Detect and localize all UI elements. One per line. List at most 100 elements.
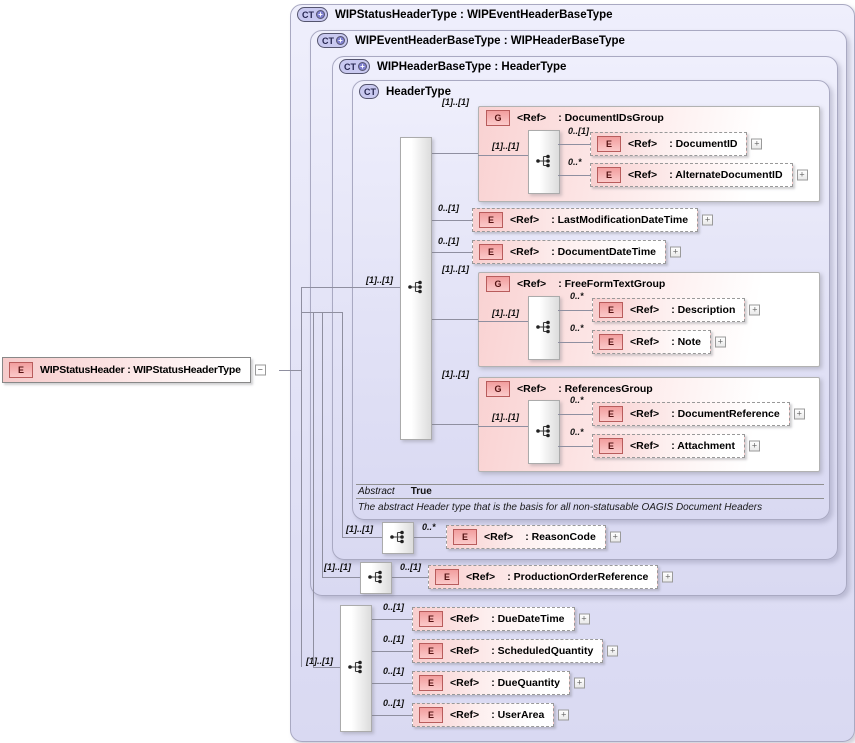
expand-icon[interactable]: + [609, 531, 621, 543]
element-productionorderreference[interactable]: E <Ref> : ProductionOrderReference + [428, 565, 674, 589]
element-name: : DueDateTime [491, 613, 565, 625]
element-ref: <Ref> [628, 138, 658, 150]
sequence-icon [407, 280, 423, 294]
element-ref: <Ref> [510, 246, 540, 258]
sequence-icon [347, 660, 363, 674]
connector-line [478, 321, 528, 322]
expand-icon[interactable]: + [558, 709, 570, 721]
cardinality-label: 0..[1] [383, 634, 405, 644]
element-alternatedocumentid[interactable]: E <Ref> : AlternateDocumentID + [590, 163, 808, 187]
cardinality-label: [1]..[1] [492, 141, 519, 151]
element-ref: <Ref> [630, 304, 660, 316]
cardinality-label: 0..* [568, 157, 582, 167]
sequence-bar [400, 137, 432, 440]
connector-line [279, 370, 301, 371]
expand-icon[interactable]: + [702, 214, 714, 226]
element-ref: <Ref> [450, 645, 480, 657]
complextype-icon: CT+ [317, 33, 348, 48]
connector-line [412, 537, 446, 538]
element-ref: <Ref> [484, 531, 514, 543]
expand-icon[interactable]: + [574, 677, 586, 689]
cardinality-label: [1]..[1] [324, 562, 351, 572]
expand-icon[interactable]: + [578, 613, 590, 625]
type-annotation: The abstract Header type that is the bas… [358, 502, 763, 513]
expand-icon[interactable]: + [796, 169, 808, 181]
connector-line [370, 619, 412, 620]
abstract-row: Abstract True [358, 486, 432, 497]
cardinality-label: 0..[1] [438, 236, 460, 246]
connector-line [558, 446, 592, 447]
expand-icon[interactable]: + [751, 138, 763, 150]
element-icon: E [597, 167, 621, 183]
expand-icon[interactable]: + [714, 336, 726, 348]
box-title: WIPEventHeaderBaseType : WIPHeaderBaseTy… [355, 34, 625, 47]
expand-icon[interactable]: + [749, 304, 761, 316]
divider [356, 498, 824, 499]
expand-icon[interactable]: + [607, 645, 619, 657]
element-duedatetime[interactable]: E <Ref> : DueDateTime + [412, 607, 590, 631]
element-documentid[interactable]: E <Ref> : DocumentID + [590, 132, 763, 156]
element-scheduledquantity[interactable]: E <Ref> : ScheduledQuantity + [412, 639, 619, 663]
group-title-freeformtextgroup: G <Ref> : FreeFormTextGroup [486, 276, 665, 292]
expand-icon[interactable]: + [662, 571, 674, 583]
cardinality-label: [1]..[1] [442, 369, 469, 379]
header-headertype[interactable]: CT HeaderType [359, 84, 451, 99]
divider [356, 484, 824, 485]
element-name: : ReasonCode [525, 531, 596, 543]
element-duequantity[interactable]: E <Ref> : DueQuantity + [412, 671, 586, 695]
header-wipeventheaderbasetype[interactable]: CT+ WIPEventHeaderBaseType : WIPHeaderBa… [317, 33, 625, 48]
element-icon: E [479, 244, 503, 260]
expand-icon[interactable]: + [748, 440, 760, 452]
box-title: WIPStatusHeaderType : WIPEventHeaderBase… [335, 8, 613, 21]
group-icon: G [486, 381, 510, 397]
sequence-icon [389, 530, 405, 544]
connector-line [558, 342, 592, 343]
element-documentdatetime[interactable]: E <Ref> : DocumentDateTime + [472, 240, 682, 264]
element-note[interactable]: E <Ref> : Note + [592, 330, 726, 354]
element-icon: E [599, 334, 623, 350]
element-documentreference[interactable]: E <Ref> : DocumentReference + [592, 402, 805, 426]
connector-line [558, 144, 590, 145]
header-wipstatusheadertype[interactable]: CT+ WIPStatusHeaderType : WIPEventHeader… [297, 7, 613, 22]
group-name: : ReferencesGroup [558, 383, 653, 395]
connector-line [430, 319, 478, 320]
cardinality-label: 0..[1] [383, 698, 405, 708]
group-title-referencesgroup: G <Ref> : ReferencesGroup [486, 381, 653, 397]
expand-icon[interactable]: + [670, 246, 682, 258]
connector-line [558, 310, 592, 311]
abstract-value: True [410, 486, 432, 497]
connector-line [558, 414, 592, 415]
element-lastmodificationdatetime[interactable]: E <Ref> : LastModificationDateTime + [472, 208, 714, 232]
collapse-icon[interactable]: − [254, 364, 266, 376]
element-ref: <Ref> [628, 169, 658, 181]
element-name: : AlternateDocumentID [669, 169, 783, 181]
element-name: : ProductionOrderReference [507, 571, 649, 583]
sequence-bar [528, 130, 560, 194]
element-ref: <Ref> [630, 440, 660, 452]
element-icon: E [419, 707, 443, 723]
element-reasoncode[interactable]: E <Ref> : ReasonCode + [446, 525, 621, 549]
element-attachment[interactable]: E <Ref> : Attachment + [592, 434, 760, 458]
element-name: : Note [671, 336, 701, 348]
root-element-wipstatusheader[interactable]: E WIPStatusHeader : WIPStatusHeaderType … [2, 357, 266, 383]
element-name: : Attachment [671, 440, 735, 452]
element-icon: E [479, 212, 503, 228]
header-wipheaderbasetype[interactable]: CT+ WIPHeaderBaseType : HeaderType [339, 59, 566, 74]
cardinality-label: [1]..[1] [442, 97, 469, 107]
cardinality-label: 0..[1] [383, 602, 405, 612]
element-description[interactable]: E <Ref> : Description + [592, 298, 761, 322]
element-name: : DueQuantity [491, 677, 561, 689]
element-icon: E [597, 136, 621, 152]
element-userarea[interactable]: E <Ref> : UserArea + [412, 703, 570, 727]
sequence-icon [535, 424, 551, 438]
element-name: : ScheduledQuantity [491, 645, 594, 657]
ct-derived-badge-icon: + [336, 36, 345, 45]
sequence-icon [535, 320, 551, 334]
expand-icon[interactable]: + [793, 408, 805, 420]
element-name: : DocumentDateTime [551, 246, 657, 258]
connector-line [301, 312, 342, 313]
connector-line [478, 155, 528, 156]
complextype-icon: CT [359, 84, 379, 99]
element-icon: E [419, 643, 443, 659]
